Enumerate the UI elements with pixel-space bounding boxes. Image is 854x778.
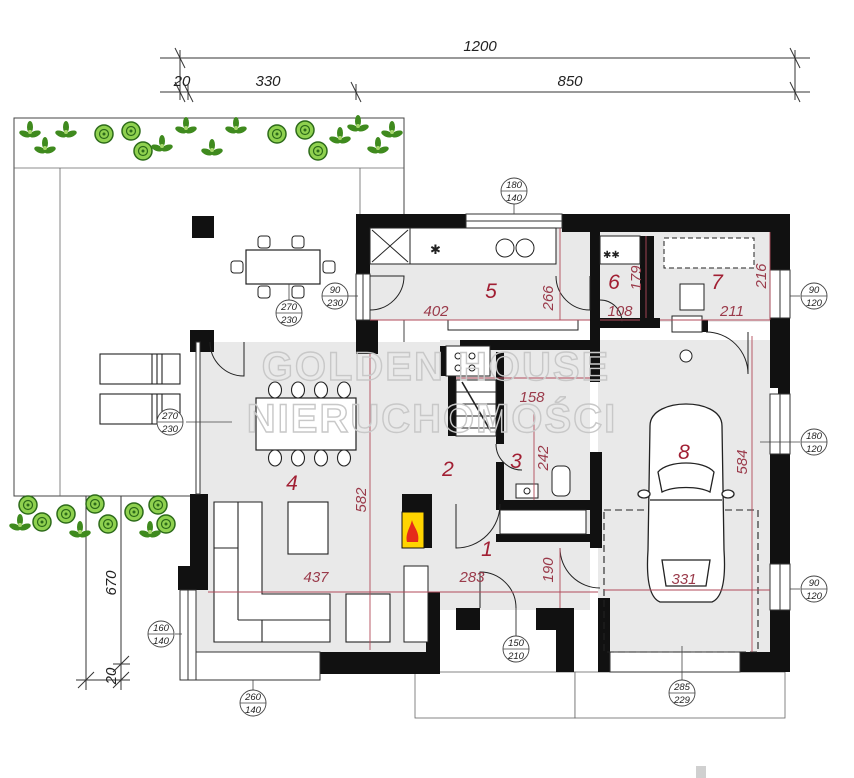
window-callout-4: 270 230	[156, 408, 184, 436]
top-dimension-lines	[160, 47, 810, 103]
window-callout-3: 270 230	[275, 299, 303, 327]
walls	[178, 214, 790, 674]
dim-garage-depth: 584	[734, 449, 751, 474]
outdoor-dining-table	[230, 235, 336, 299]
window-callout-6: 180 120	[800, 428, 828, 456]
svg-text:270: 270	[161, 411, 179, 422]
svg-text:180: 180	[506, 180, 523, 191]
room-number-2: 2	[441, 458, 454, 481]
watermark-line2: NIERUCHOMOŚCI	[247, 395, 617, 441]
dim-room6-width: 108	[607, 303, 633, 320]
svg-text:140: 140	[245, 705, 262, 716]
sofa	[213, 501, 331, 643]
svg-text:285: 285	[673, 682, 691, 693]
dim-bath-depth: 242	[535, 445, 552, 472]
coffee-tables	[287, 501, 391, 643]
dining-table	[255, 381, 357, 467]
dim-entry-width: 283	[458, 569, 485, 586]
svg-text:✱: ✱	[430, 243, 441, 258]
tv-cabinet	[403, 565, 429, 643]
room-number-4: 4	[286, 472, 298, 495]
svg-text:180: 180	[806, 431, 823, 442]
window-callout-1: 180 140	[500, 177, 528, 205]
window-callout-2: 90 230	[321, 282, 349, 310]
dim-terrace-width: 330	[255, 73, 281, 90]
dim-left-lower: 670	[103, 570, 120, 596]
kitchen-counter: ✱	[369, 227, 579, 331]
front-steps	[414, 671, 786, 719]
svg-text:120: 120	[806, 444, 823, 455]
svg-text:✱✱: ✱✱	[603, 250, 620, 261]
dim-kitchen-depth: 266	[540, 285, 557, 312]
svg-text:140: 140	[153, 636, 170, 647]
doors	[209, 275, 749, 609]
svg-text:120: 120	[806, 298, 823, 309]
room-number-8: 8	[678, 441, 690, 464]
kitchen-island	[445, 345, 491, 377]
dim-room7-width: 211	[719, 303, 744, 320]
svg-text:260: 260	[244, 692, 262, 703]
dim-house-width: 850	[557, 73, 583, 90]
dim-room6-depth: 179	[628, 265, 645, 291]
svg-text:270: 270	[280, 302, 298, 313]
door-callout-garage: 285 229	[668, 679, 696, 707]
dim-living-depth: 582	[353, 487, 370, 513]
svg-text:140: 140	[506, 193, 523, 204]
svg-text:160: 160	[153, 623, 170, 634]
dim-left-bottom: 20	[103, 667, 120, 685]
stairs	[455, 379, 497, 437]
dim-entry-depth: 190	[540, 557, 557, 583]
fireplace	[401, 511, 425, 549]
dim-kitchen-width: 402	[423, 303, 449, 320]
dim-hall-width: 158	[519, 389, 545, 406]
dim-living-width: 437	[303, 569, 329, 586]
svg-text:230: 230	[161, 424, 179, 435]
window-callout-terrace: 260 140	[239, 689, 267, 717]
room-number-1: 1	[481, 538, 493, 561]
room-number-6: 6	[608, 271, 620, 294]
room-number-3: 3	[510, 450, 522, 473]
hedge-left	[8, 494, 176, 539]
dim-total-width: 1200	[463, 38, 497, 55]
door-callout-entry: 150 210	[502, 635, 530, 663]
car	[637, 403, 735, 603]
svg-text:90: 90	[809, 285, 820, 296]
utility-fixtures: ✱✱	[599, 235, 755, 363]
dim-garage-width: 331	[671, 571, 696, 588]
svg-text:90: 90	[809, 578, 820, 589]
watermark-line1: GOLDEN HOUSE	[262, 345, 610, 389]
corner-mark	[696, 766, 706, 778]
svg-text:150: 150	[508, 638, 525, 649]
svg-text:120: 120	[806, 591, 823, 602]
window-callout-5: 90 120	[800, 282, 828, 310]
dim-left-offset: 20	[173, 73, 191, 90]
room-number-7: 7	[711, 271, 724, 294]
room-number-5: 5	[485, 280, 497, 303]
svg-text:210: 210	[507, 651, 525, 662]
svg-text:229: 229	[673, 695, 691, 706]
watermark: GOLDEN HOUSE NIERUCHOMOŚCI	[246, 344, 617, 441]
svg-text:230: 230	[280, 315, 298, 326]
svg-text:90: 90	[330, 285, 341, 296]
svg-text:230: 230	[326, 298, 344, 309]
window-callout-7: 90 120	[800, 575, 828, 603]
inner-dimension-lines	[208, 228, 771, 652]
dim-room7-depth: 216	[753, 263, 770, 290]
bathroom-fixtures	[499, 465, 587, 535]
window-callout-8: 160 140	[147, 620, 175, 648]
